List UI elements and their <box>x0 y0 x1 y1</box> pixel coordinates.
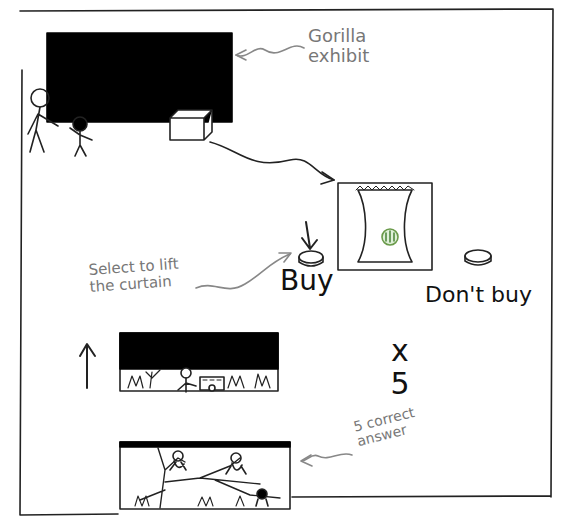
dont-buy-button <box>465 250 491 262</box>
lift-arrow <box>80 344 95 388</box>
curtain-black <box>120 333 278 369</box>
arrowhead <box>279 253 291 262</box>
plants <box>128 370 270 388</box>
button-label: Don't buy <box>425 283 550 307</box>
leader-line <box>302 454 352 461</box>
flow-arrow <box>210 142 334 180</box>
scene-frame <box>120 333 278 391</box>
curtain-black <box>47 33 232 122</box>
frame-border <box>20 9 553 515</box>
buy-button <box>299 251 323 263</box>
screen-curtain <box>358 190 412 262</box>
buy-button-side <box>299 257 323 266</box>
adult-figure <box>28 89 58 152</box>
press-arrow <box>302 222 317 249</box>
scene-frame <box>120 442 290 509</box>
curtain-fringe <box>356 186 414 190</box>
callout-note: Gorilla exhibit <box>308 26 400 66</box>
arrowhead <box>321 172 334 184</box>
gorilla-figures <box>170 451 268 506</box>
button-label: Buy <box>280 266 350 297</box>
plants <box>135 496 244 506</box>
leader-line <box>236 46 304 56</box>
child-figure <box>70 117 92 156</box>
tree-branches <box>140 448 280 508</box>
screen-frame <box>338 183 432 270</box>
leader-line <box>196 254 290 289</box>
repeat-count: x 5 <box>383 334 417 400</box>
viewer-figure <box>178 378 196 392</box>
callout-note: Select to lift the curtain <box>88 254 198 294</box>
kiosk-box <box>200 377 224 390</box>
logo-circle <box>382 229 398 245</box>
callout-note: 5 correct answer <box>352 400 441 450</box>
logo-mark <box>386 231 394 242</box>
dont-buy-button-side <box>465 256 491 265</box>
kiosk-box <box>170 110 212 140</box>
arrowhead <box>236 50 246 60</box>
arrowhead <box>301 455 312 466</box>
